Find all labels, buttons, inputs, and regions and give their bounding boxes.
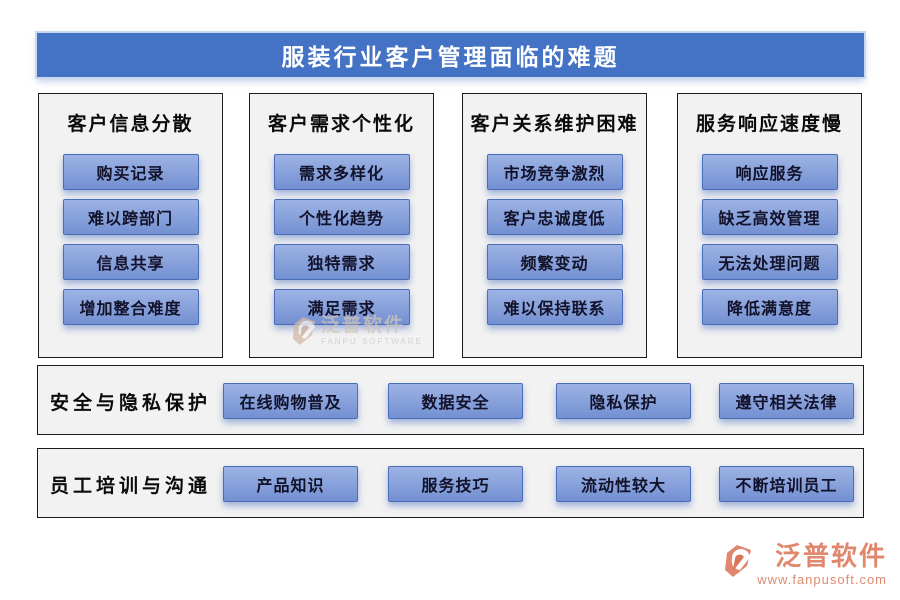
brand-url: www.fanpusoft.com — [757, 572, 887, 587]
title-banner: 服装行业客户管理面临的难题 — [37, 33, 864, 77]
chip-market-competition[interactable]: 市场竞争激烈 — [486, 154, 623, 190]
chip-privacy-protection[interactable]: 隐私保护 — [556, 383, 691, 419]
chip-purchase-records[interactable]: 购买记录 — [62, 154, 199, 190]
chip-unique-demand[interactable]: 独特需求 — [273, 244, 410, 280]
chip-product-knowledge[interactable]: 产品知识 — [223, 466, 358, 502]
fanpu-logo-icon — [725, 545, 752, 577]
chip-service-skills[interactable]: 服务技巧 — [388, 466, 523, 502]
column-slow-service-response: 服务响应速度慢 响应服务 缺乏高效管理 无法处理问题 降低满意度 — [677, 93, 862, 358]
chip-diverse-demand[interactable]: 需求多样化 — [273, 154, 410, 190]
chip-comply-with-laws[interactable]: 遵守相关法律 — [719, 383, 854, 419]
chip-list: 市场竞争激烈 客户忠诚度低 频繁变动 难以保持联系 — [486, 154, 623, 325]
row-staff-training: 员工培训与沟通 产品知识 服务技巧 流动性较大 不断培训员工 — [37, 448, 864, 518]
column-header: 客户需求个性化 — [267, 114, 415, 135]
chip-info-sharing[interactable]: 信息共享 — [62, 244, 199, 280]
row-label: 安全与隐私保护 — [50, 392, 212, 414]
chip-satisfy-demand[interactable]: 满足需求 — [273, 289, 410, 325]
chip-lower-satisfaction[interactable]: 降低满意度 — [701, 289, 838, 325]
brand-footer: 泛普软件 www.fanpusoft.com — [723, 544, 887, 586]
column-header: 服务响应速度慢 — [695, 114, 843, 135]
chip-hard-to-keep-contact[interactable]: 难以保持联系 — [486, 289, 623, 325]
chip-low-loyalty[interactable]: 客户忠诚度低 — [486, 199, 623, 235]
column-relationship-maintenance: 客户关系维护困难 市场竞争激烈 客户忠诚度低 频繁变动 难以保持联系 — [462, 93, 647, 358]
brand-name: 泛普软件 — [774, 542, 887, 571]
chip-cross-department[interactable]: 难以跨部门 — [62, 199, 199, 235]
chip-frequent-changes[interactable]: 频繁变动 — [486, 244, 623, 280]
chip-continuous-training[interactable]: 不断培训员工 — [719, 466, 854, 502]
chip-cannot-handle-issues[interactable]: 无法处理问题 — [701, 244, 838, 280]
chip-data-security[interactable]: 数据安全 — [388, 383, 523, 419]
chip-list: 需求多样化 个性化趋势 独特需求 满足需求 — [273, 154, 410, 325]
chip-list: 购买记录 难以跨部门 信息共享 增加整合难度 — [62, 154, 199, 325]
chip-online-shopping-popularity[interactable]: 在线购物普及 — [223, 383, 358, 419]
page-title: 服装行业客户管理面临的难题 — [281, 45, 620, 70]
column-header: 客户信息分散 — [67, 114, 194, 135]
column-header: 客户关系维护困难 — [470, 114, 639, 135]
column-personalized-demand: 客户需求个性化 需求多样化 个性化趋势 独特需求 满足需求 — [249, 93, 434, 358]
chip-response-service[interactable]: 响应服务 — [701, 154, 838, 190]
column-customer-info-scattered: 客户信息分散 购买记录 难以跨部门 信息共享 增加整合难度 — [38, 93, 223, 358]
chip-integration-difficulty[interactable]: 增加整合难度 — [62, 289, 199, 325]
chip-personalization-trend[interactable]: 个性化趋势 — [273, 199, 410, 235]
chip-lack-efficient-management[interactable]: 缺乏高效管理 — [701, 199, 838, 235]
brand-text: 泛普软件 www.fanpusoft.com — [757, 542, 887, 587]
chip-high-turnover[interactable]: 流动性较大 — [556, 466, 691, 502]
chip-list: 响应服务 缺乏高效管理 无法处理问题 降低满意度 — [701, 154, 838, 325]
row-security-privacy: 安全与隐私保护 在线购物普及 数据安全 隐私保护 遵守相关法律 — [37, 365, 864, 435]
row-label: 员工培训与沟通 — [50, 475, 212, 497]
